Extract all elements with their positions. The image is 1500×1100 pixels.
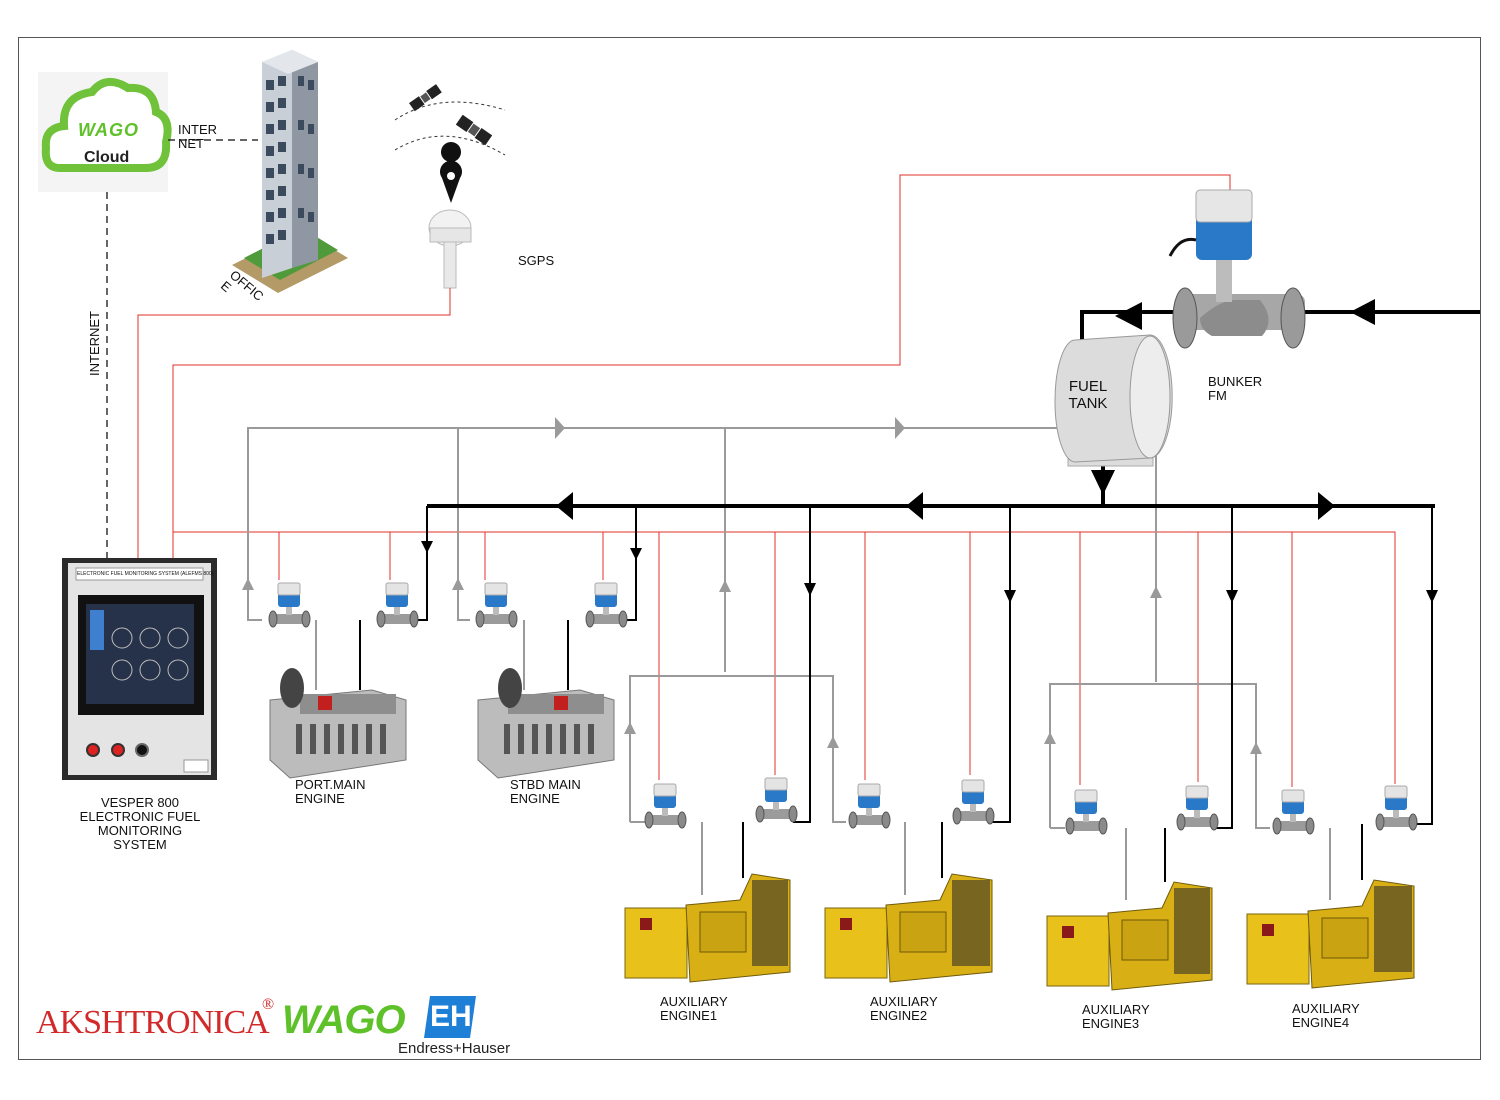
flowmeters — [268, 582, 1418, 835]
main-engine-icon — [477, 668, 615, 779]
flowmeter-icon — [1375, 785, 1418, 831]
panel-header: ELECTRONIC FUEL MONITORING SYSTEM (ALEFM… — [77, 571, 214, 577]
return-arrows — [242, 417, 1262, 754]
internet-label-horizontal: INTER NET — [178, 122, 217, 151]
diagram-frame — [18, 37, 1481, 1060]
flowmeter-icon — [848, 783, 891, 829]
signal-lines — [137, 174, 1396, 787]
supply-arrows — [556, 299, 1375, 520]
generator-icon — [1246, 879, 1415, 989]
flowmeter-icon — [585, 582, 628, 628]
fuel-tank-label: FUEL TANK — [1068, 378, 1108, 412]
flowmeter-icon — [952, 779, 995, 825]
aux-engine-4-label: AUXILIARY ENGINE4 — [1292, 1001, 1360, 1030]
cloud-icon — [38, 72, 172, 192]
generator-icon — [1046, 881, 1213, 991]
sgps-label: SGPS — [518, 253, 555, 268]
akshtronica-logo: AKSHTRONICA — [36, 1004, 270, 1041]
cloud-brand: WAGO — [78, 120, 139, 140]
control-panel-icon — [62, 558, 217, 780]
satellite-icon — [394, 84, 506, 156]
flowmeter-icon — [1272, 789, 1315, 835]
fuel-tank-icon — [1054, 334, 1173, 467]
endress-hauser-logo — [424, 996, 476, 1038]
wago-logo: WAGO — [282, 998, 406, 1042]
flowmeter-icon — [755, 777, 798, 823]
flowmeter-icon — [475, 582, 518, 628]
panel-label: VESPER 800 ELECTRONIC FUEL MONITORING SY… — [79, 795, 201, 852]
aux-engine-1-label: AUXILIARY ENGINE1 — [660, 994, 728, 1023]
gps-antenna-icon — [428, 209, 472, 289]
location-pin-icon — [440, 142, 462, 203]
endress-hauser-wordmark: Endress+Hauser — [398, 1040, 511, 1057]
bunker-fm-label: BUNKER FM — [1208, 374, 1263, 403]
cloud-label: Cloud — [84, 149, 130, 166]
flowmeter-icon — [644, 783, 687, 829]
port-main-engine-label: PORT.MAIN ENGINE — [295, 777, 366, 806]
stbd-main-engine-label: STBD MAIN ENGINE — [510, 777, 581, 806]
office-building-icon — [232, 50, 348, 293]
generator-icon — [624, 873, 791, 983]
aux-engine-3-label: AUXILIARY ENGINE3 — [1082, 1002, 1150, 1031]
flowmeter-icon — [1176, 785, 1219, 831]
registered-mark: ® — [262, 996, 275, 1013]
eh-mark: EH — [430, 1000, 472, 1033]
flowmeter-icon — [268, 582, 311, 628]
bunker-flowmeter-icon — [1168, 189, 1306, 349]
supply-branch-arrows — [421, 541, 1438, 603]
supply-header — [427, 310, 1480, 508]
flowmeter-icon — [376, 582, 419, 628]
aux-engine-2-label: AUXILIARY ENGINE2 — [870, 994, 938, 1023]
return-lines — [247, 427, 1331, 900]
generator-icon — [824, 873, 993, 983]
internet-label-vertical: INTERNET — [87, 311, 102, 376]
flowmeter-icon — [1065, 789, 1108, 835]
main-engine-icon — [269, 668, 407, 779]
